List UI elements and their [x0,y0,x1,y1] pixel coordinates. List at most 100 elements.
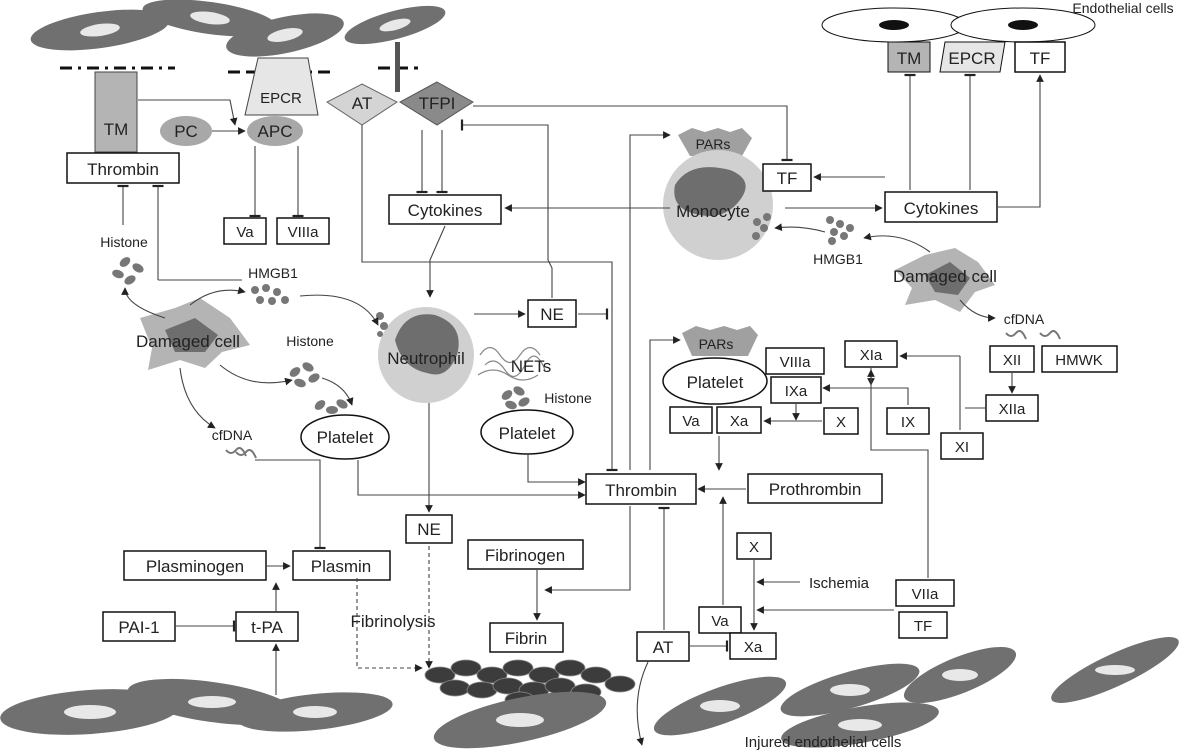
histone-2-glyph [289,362,320,388]
injured-endothelial-cells-label: Injured endothelial cells [745,734,902,751]
fibrinolysis-label: Fibrinolysis [350,612,435,631]
endothelial-cells-label: Endothelial cells [1072,0,1173,16]
neutrophil-label: Neutrophil [387,349,465,368]
ne-2-label: NE [417,520,441,539]
thrombin-center-label: Thrombin [605,481,677,500]
histone-1-glyph [112,257,144,285]
xi-box [940,432,984,460]
tfpi-diamond [399,81,474,126]
fibrin-label: Fibrin [505,629,548,648]
pars-mid-shape [682,326,758,356]
platelet-right-label: Platelet [687,373,744,392]
hmwk-label: HMWK [1055,352,1103,369]
cfdna-right-label: cfDNA [1004,311,1045,327]
at-bottom-label: AT [653,638,673,657]
xii-box [989,345,1035,373]
pc-ellipse [160,116,212,146]
hmgb1-left-label: HMGB1 [248,265,298,281]
va-mid-label: Va [682,413,700,430]
va-mid-box [669,406,713,434]
epcr-right-label: EPCR [948,49,995,68]
histone-3-label: Histone [544,390,592,406]
ixa-label: IXa [785,383,808,400]
platelet-right-ellipse [662,357,768,405]
hmgb1-left-glyph [251,284,289,305]
thrombin-top-box [66,152,180,184]
ixa-box [770,376,822,404]
va-bottom-label: Va [711,613,729,630]
top-endothelial-cells [30,0,446,92]
cytokines-right-box [884,191,998,223]
xa-bottom-box [729,632,777,660]
tm-right-box [887,41,931,73]
thrombin-center-box [585,473,697,505]
ne-2-box [405,514,453,544]
apc-ellipse [247,116,303,146]
viiia-top-box [276,217,330,245]
tfpi-label: TFPI [419,94,456,113]
tf-bottom-label: TF [914,618,932,635]
pars-top-label: PARs [696,136,731,152]
cytokines-right-label: Cytokines [904,199,979,218]
xa-mid-label: Xa [730,413,749,430]
tf-mid-box [762,163,812,192]
xiia-box [985,394,1039,422]
tf-right-box [1014,41,1066,73]
cfdna-left-label: cfDNA [212,427,253,443]
x-bottom-box [736,532,772,560]
xi-label: XI [955,439,969,456]
platelet-mid-label: Platelet [499,424,556,443]
histone-2-label: Histone [286,333,334,349]
plasminogen-label: Plasminogen [146,557,244,576]
connectors [117,73,1044,746]
platelet-left-ellipse [300,414,390,460]
tpa-label: t-PA [251,618,283,637]
tf-bottom-box [898,611,948,639]
xia-label: XIa [860,347,883,364]
pai1-label: PAI-1 [118,618,159,637]
viia-box [895,579,955,607]
pars-mid-label: PARs [699,336,734,352]
epcr-right-shape [939,41,1006,73]
x-mid-box [823,407,859,435]
x-mid-label: X [836,414,846,431]
va-top-box [223,217,267,245]
nets-label: NETs [511,357,552,376]
ne-1-label: NE [540,305,564,324]
plasmin-box [292,550,391,581]
tf-mid-label: TF [777,169,798,188]
ischemia-label: Ischemia [809,575,870,592]
hmwk-box [1041,345,1118,373]
tm-left-receptor [94,71,138,153]
prothrombin-label: Prothrombin [769,480,862,499]
xa-bottom-label: Xa [744,639,763,656]
damaged-cell-left-label: Damaged cell [136,332,240,351]
xii-label: XII [1003,352,1021,369]
viiia-mid-box [765,347,825,375]
nets-glyph [477,346,546,381]
xa-mid-box [716,406,762,434]
ix-label: IX [901,414,915,431]
damaged-cell-right-label: Damaged cell [893,267,997,286]
ne-1-box [527,299,577,328]
cytokines-left-label: Cytokines [408,201,483,220]
viiia-top-label: VIIIa [288,224,320,241]
at-bottom-box [636,631,690,662]
plasmin-label: Plasmin [311,557,371,576]
thrombin-top-label: Thrombin [87,160,159,179]
viia-label: VIIa [912,586,939,603]
epcr-left-label: EPCR [260,90,302,107]
pai1-box [102,611,176,642]
pars-top-shape [678,128,752,156]
pc-label: PC [174,122,198,141]
fibrin-box [489,622,564,653]
hmgb1-right-label: HMGB1 [813,251,863,267]
cytokines-left-box [388,194,502,225]
x-bottom-label: X [749,539,759,556]
histone-1-label: Histone [100,234,148,250]
va-bottom-box [698,606,742,634]
cfdna-right-glyph [1005,330,1061,340]
plasminogen-box [123,550,267,581]
hmgb1-right-glyph [826,216,854,245]
